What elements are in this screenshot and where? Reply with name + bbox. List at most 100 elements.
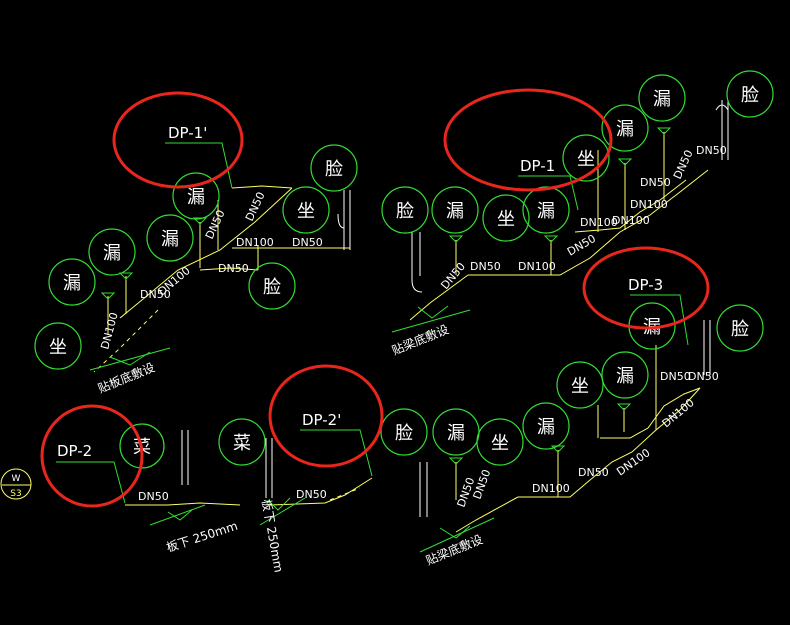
pipe-run-dp2p-dashed (329, 487, 361, 501)
traps (181, 100, 729, 517)
slab-symbol-5b (267, 497, 291, 511)
highlight-dp1-prime (112, 91, 244, 189)
glyph-toilet-6: 坐 (491, 433, 509, 454)
size-label-24: DN100 (532, 482, 570, 495)
note-under-slab: 贴板底敷设 (96, 359, 157, 395)
fixture-circle-floor-drain-11 (522, 402, 570, 450)
fixture-circle-basin-4 (726, 70, 774, 118)
size-label-4: DN50 (140, 288, 171, 301)
label-dp2-prime: DP-2' (302, 411, 341, 429)
glyph-toilet-3: 坐 (497, 209, 515, 230)
glyph-basin-1: 脸 (325, 159, 343, 180)
glyph-toilet-1: 坐 (297, 201, 315, 222)
size-label-23: DN50 (578, 466, 609, 479)
fixture-circle-basin-2 (248, 262, 296, 310)
trap-5 (181, 430, 189, 485)
glyph-floor-drain-1: 漏 (187, 187, 205, 208)
glyph-floor-drain-3: 漏 (103, 243, 121, 264)
pipe-run-dp1-left (409, 274, 469, 321)
fixture-circle-toilet-1 (282, 186, 330, 234)
trap-3 (715, 100, 729, 160)
size-label-2: DN100 (236, 236, 274, 249)
slab-symbol-2 (391, 309, 471, 333)
trap-6 (265, 438, 273, 498)
size-label-21: DN100 (660, 396, 697, 430)
leader-dp3 (630, 294, 689, 346)
size-label-26: DN50 (471, 468, 494, 501)
size-label-15: DN50 (696, 144, 727, 157)
notes: 贴板底敷设 贴梁底敷设 贴梁底敷设 板下 250mm 板下 250mm (96, 321, 485, 573)
leader-dp2 (56, 461, 126, 504)
marker-circle (0, 468, 32, 500)
trap-7 (419, 462, 428, 517)
fixture-cup-7 (656, 127, 672, 135)
label-dp1: DP-1 (520, 157, 555, 175)
pipe-run-dp2p-main (269, 477, 373, 506)
fixture-circle-basin-3 (381, 186, 429, 234)
leader-dp2p (300, 429, 373, 477)
slab-symbol-1 (89, 347, 171, 371)
fixtures (34, 70, 774, 469)
fixture-circle-basin-1 (310, 144, 358, 192)
glyph-basin-3: 脸 (396, 201, 414, 222)
marker-top-text: W (12, 474, 21, 484)
note-below-slab-250-b: 板下 250mm (259, 498, 286, 573)
glyph-floor-drain-4: 漏 (63, 273, 81, 294)
fixture-circle-floor-drain-5 (431, 186, 479, 234)
glyph-toilet-5: 坐 (571, 376, 589, 397)
glyph-floor-drain-7: 漏 (616, 119, 634, 140)
leader-lines (56, 127, 689, 553)
size-label-14: DN50 (640, 176, 671, 189)
fixture-circle-floor-drain-7 (601, 104, 649, 152)
glyph-floor-drain-10: 漏 (616, 366, 634, 387)
slab-symbol-3 (419, 517, 495, 553)
fixture-cup-10 (616, 403, 632, 411)
label-dp1-prime: DP-1' (168, 124, 207, 142)
fixture-circle-vegetable-2 (218, 418, 266, 466)
fixture-cup-4 (448, 235, 464, 243)
glyph-floor-drain-11: 漏 (537, 417, 555, 438)
highlight-dp2-prime (268, 364, 384, 468)
trap-2 (411, 232, 423, 293)
fixture-cup-5 (543, 235, 559, 243)
pipe-run-dp2-main (125, 502, 241, 506)
fixture-circle-floor-drain-6 (522, 186, 570, 234)
fixture-circle-toilet-4 (562, 134, 610, 182)
pipe-run-dp3-left (455, 496, 519, 533)
pipe-run-dp1p-main (231, 185, 293, 189)
size-label-28: DN50 (296, 488, 327, 501)
size-label-27: DN50 (138, 490, 169, 503)
fixture-circle-toilet-2 (34, 322, 82, 370)
slab-symbol-4b (167, 509, 193, 521)
glyph-floor-drain-5: 漏 (446, 201, 464, 222)
glyph-basin-2: 脸 (263, 277, 281, 298)
fixture-circle-toilet-5 (556, 361, 604, 409)
glyph-floor-drain-2: 漏 (161, 229, 179, 250)
size-label-5: DN50 (203, 208, 228, 241)
drain-labels: DP-1' DP-1 DP-2 DP-2' DP-3 (57, 124, 663, 460)
fixture-cup-6 (617, 158, 633, 166)
size-label-20: DN50 (688, 370, 719, 383)
label-dp3: DP-3 (628, 276, 663, 294)
fixture-circle-floor-drain-1 (172, 172, 220, 220)
glyph-toilet-4: 坐 (577, 149, 595, 170)
fixture-circle-floor-drain-2 (146, 214, 194, 262)
section-marker: W S3 (0, 468, 32, 500)
fixture-circle-floor-drain-3 (88, 228, 136, 276)
size-label-16: DN50 (438, 260, 468, 292)
fixture-cup-1 (192, 217, 208, 225)
highlight-dp1 (443, 88, 613, 192)
slab-symbol-5 (259, 497, 306, 526)
leader-dp1 (518, 175, 579, 211)
slab-symbol-1b (109, 351, 151, 366)
size-label-12: DN100 (612, 214, 650, 227)
pipe-run-dp1p-dashed (93, 309, 159, 373)
fixture-glyphs: 脸 坐 漏 漏 漏 漏 坐 脸 脸 漏 坐 漏 坐 漏 漏 脸 漏 脸 漏 坐 … (49, 85, 759, 458)
fixture-circle-basin-5 (716, 304, 764, 352)
pipe-run-dp1p-branch2 (199, 267, 259, 271)
glyph-basin-4: 脸 (741, 85, 759, 106)
glyph-floor-drain-12: 漏 (447, 423, 465, 444)
trap-1 (337, 190, 351, 250)
size-label-13: DN100 (630, 198, 668, 211)
